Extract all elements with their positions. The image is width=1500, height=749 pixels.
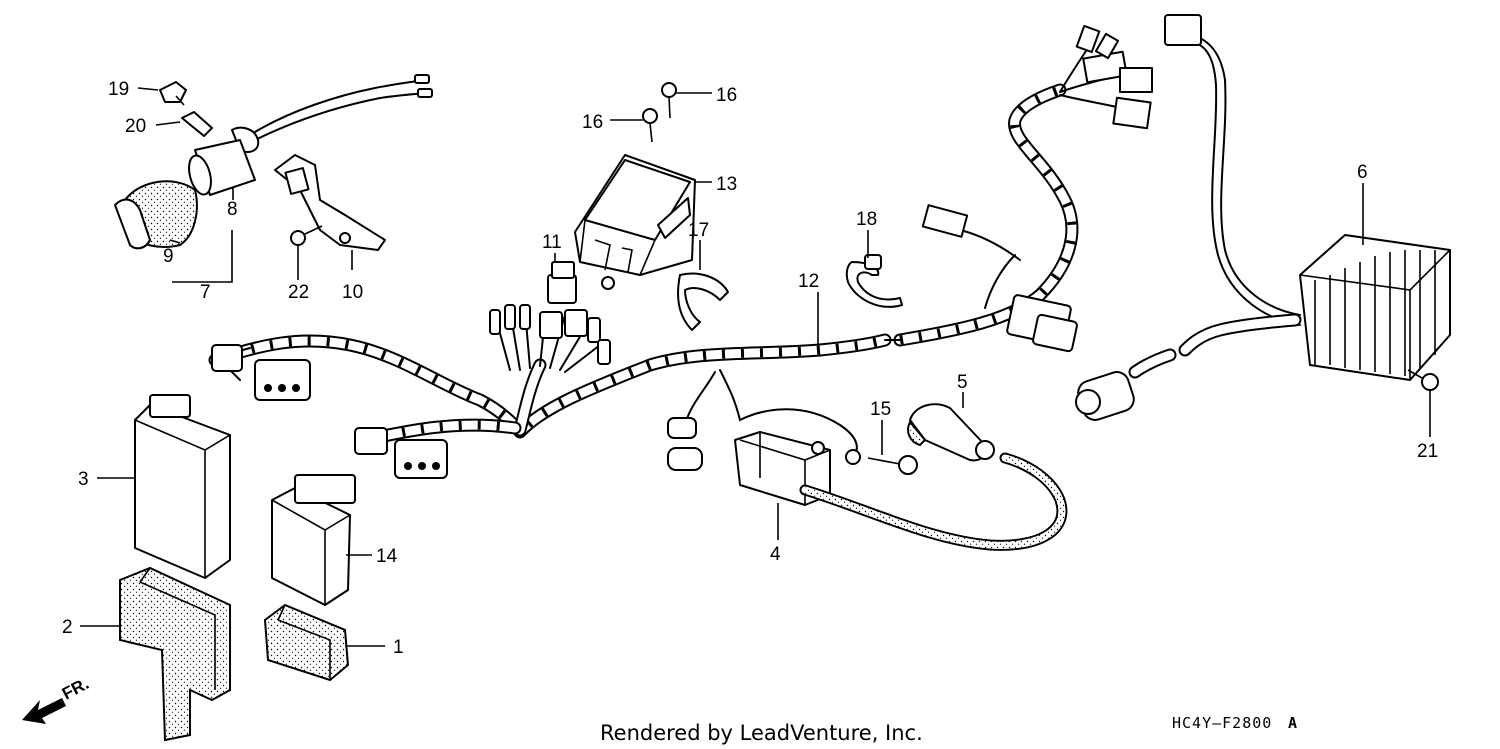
callout-4: 4 <box>770 544 781 565</box>
main-wire-harness[interactable] <box>208 24 1153 479</box>
callout-6: 6 <box>1357 162 1368 183</box>
callout-19: 19 <box>108 79 129 100</box>
diagram-revision: A <box>1288 714 1298 732</box>
screw-20[interactable] <box>181 111 213 137</box>
callout-13: 13 <box>716 174 737 195</box>
callout-15: 15 <box>870 399 891 420</box>
clamp-18[interactable] <box>845 254 903 308</box>
control-unit-14[interactable] <box>271 474 356 606</box>
callout-3: 3 <box>78 469 89 490</box>
bolt-21[interactable] <box>1407 369 1439 391</box>
screw-22[interactable] <box>290 225 323 246</box>
callout-21: 21 <box>1417 441 1438 462</box>
ignition-switch-assembly[interactable] <box>114 74 433 250</box>
callout-14: 14 <box>376 546 398 567</box>
callout-11: 11 <box>542 232 562 253</box>
bolt-15[interactable] <box>867 455 918 475</box>
screw-16-bottom[interactable] <box>642 108 658 143</box>
rendered-by-credit: Rendered by LeadVenture, Inc. <box>600 721 923 745</box>
callout-10: 10 <box>342 282 363 303</box>
control-unit-3[interactable] <box>134 394 231 579</box>
spark-plug-cap-5[interactable] <box>907 403 995 462</box>
bracket-10[interactable] <box>274 154 386 251</box>
callout-1: 1 <box>393 637 404 658</box>
callout-7: 7 <box>200 282 211 303</box>
callout-9: 9 <box>163 246 174 267</box>
callout-17: 17 <box>688 220 709 241</box>
callout-5: 5 <box>957 372 968 393</box>
holder-1[interactable] <box>263 603 350 682</box>
diagram-code: HC4Y–F2800 <box>1172 714 1272 732</box>
clamp-17[interactable] <box>677 272 729 331</box>
front-direction-arrow: FR. <box>22 674 92 724</box>
leader-lines <box>80 87 1431 647</box>
regulator-rectifier[interactable] <box>1075 14 1451 423</box>
relay-11[interactable] <box>547 261 577 304</box>
callout-12: 12 <box>798 271 819 292</box>
callout-20: 20 <box>125 116 146 137</box>
ignition-coil-4[interactable] <box>734 431 1068 551</box>
holder-2[interactable] <box>119 566 231 742</box>
screw-16-top[interactable] <box>661 82 677 119</box>
callout-16-bottom: 16 <box>582 112 603 133</box>
callout-2: 2 <box>62 617 73 638</box>
callout-8: 8 <box>227 199 238 220</box>
callout-18: 18 <box>856 209 877 230</box>
front-direction-label: FR. <box>59 674 92 704</box>
callout-22: 22 <box>288 282 309 303</box>
fuse-box-13[interactable] <box>574 154 696 290</box>
screw-19[interactable] <box>159 81 187 106</box>
callout-16-top: 16 <box>716 85 737 106</box>
